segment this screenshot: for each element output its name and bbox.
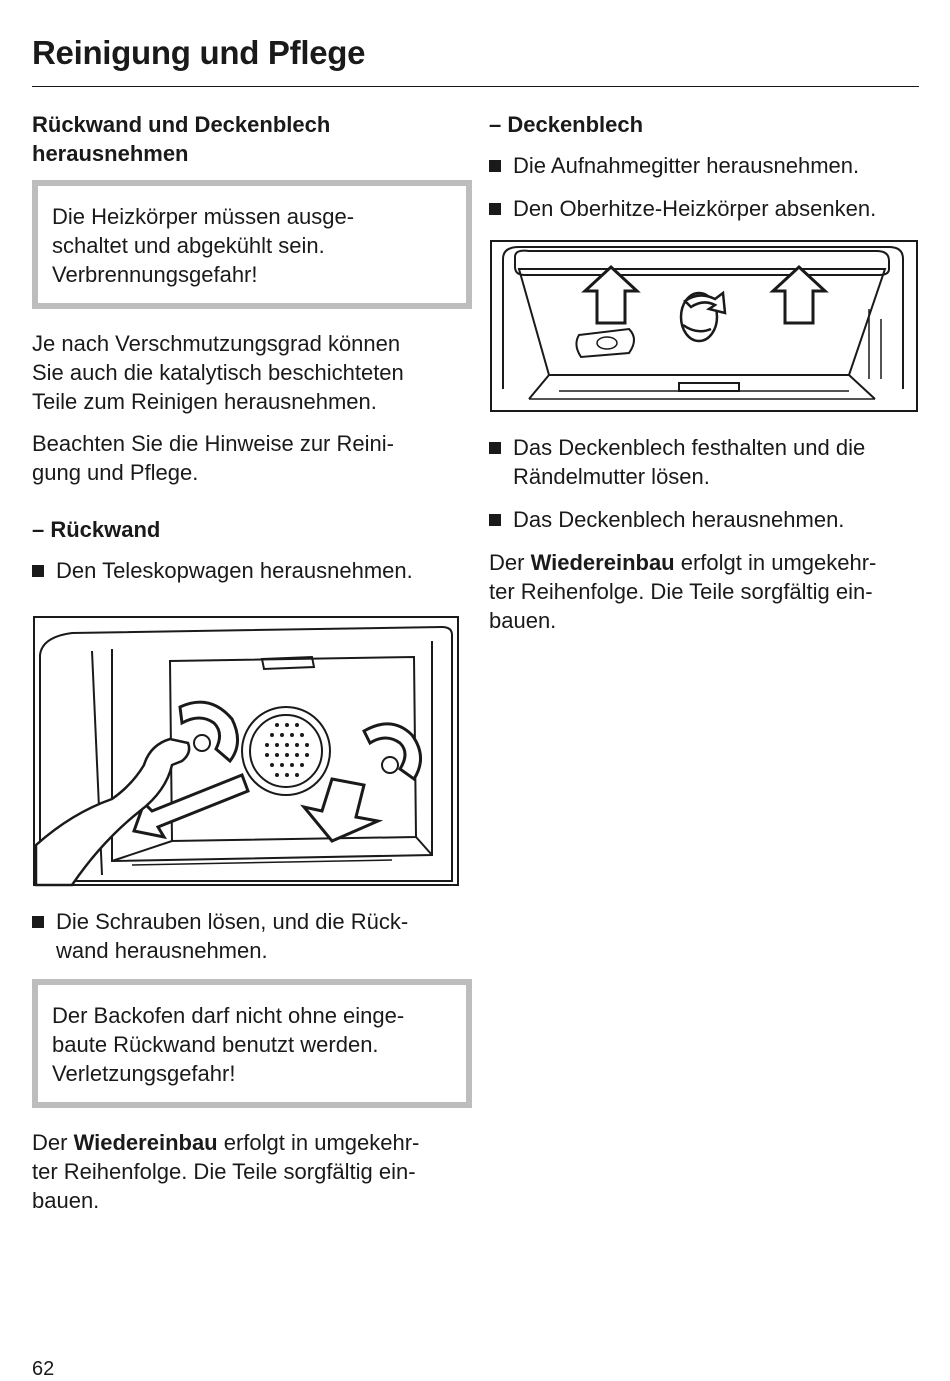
bullet-square-icon [489, 442, 501, 454]
bullet-square-icon [489, 514, 501, 526]
bullet-square-icon [489, 160, 501, 172]
paragraph-reassembly: Der Wiedereinbau erfolgt in umgekehr- te… [32, 1130, 420, 1213]
left-column: Rückwand und Deckenblech herausnehmen Di… [32, 110, 472, 1228]
rear-wall-illustration [33, 616, 459, 887]
subheading-rear-wall: – Rückwand [32, 517, 161, 542]
list-item: Die Aufnahmegitter herausnehmen. [489, 151, 921, 180]
paragraph-notes: Beachten Sie die Hinweise zur Reini- gun… [32, 431, 394, 485]
list-item: Das Deckenblech festhalten und die Rände… [489, 433, 921, 491]
paragraph-reassembly: Der Wiedereinbau erfolgt in umgekehr- te… [489, 550, 877, 633]
subheading-ceiling-panel: – Deckenblech [489, 112, 644, 137]
warning-box-heat: Die Heizkörper müssen ausge- schaltet un… [32, 180, 472, 309]
page-number: 62 [32, 1358, 55, 1380]
bullet-square-icon [32, 565, 44, 577]
section-heading: Rückwand und Deckenblech herausnehmen [32, 112, 331, 166]
list-item: Den Teleskopwagen herausnehmen. [32, 556, 464, 585]
bullet-square-icon [32, 916, 44, 928]
warning-text: Die Heizkörper müssen ausge- schaltet un… [52, 204, 355, 287]
list-item: Die Schrauben lösen, und die Rück- wand … [32, 907, 464, 965]
warning-text: Der Backofen darf nicht ohne einge- baut… [52, 1003, 405, 1086]
paragraph-soiling: Je nach Verschmutzungsgrad können Sie au… [32, 331, 404, 414]
title-divider [32, 86, 919, 87]
warning-box-injury: Der Backofen darf nicht ohne einge- baut… [32, 979, 472, 1108]
page-title: Reinigung und Pflege [32, 34, 366, 71]
list-item: Den Oberhitze-Heizkörper absenken. [489, 194, 921, 223]
bullet-square-icon [489, 203, 501, 215]
ceiling-panel-illustration [490, 240, 918, 412]
right-column: – Deckenblech Die Aufnahmegitter herausn… [489, 110, 921, 648]
list-item: Das Deckenblech herausnehmen. [489, 505, 921, 534]
